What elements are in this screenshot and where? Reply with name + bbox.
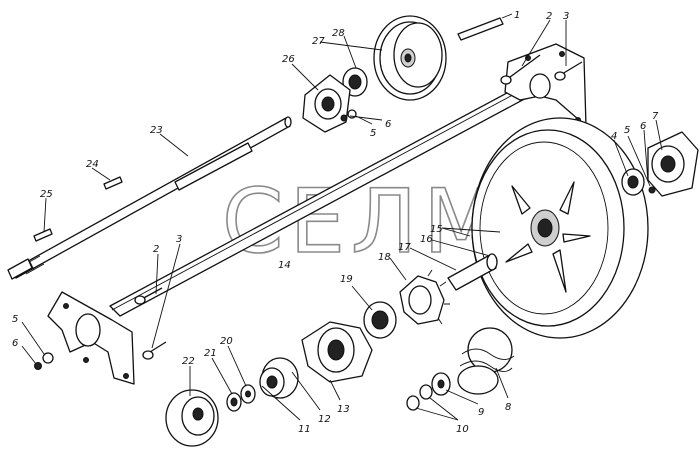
callout-23: 23: [150, 125, 163, 136]
washer-21: [226, 392, 242, 412]
callout-20: 20: [220, 336, 233, 347]
bearing-19: [363, 301, 397, 339]
callout-26: 26: [282, 54, 295, 65]
pin-1: [457, 17, 504, 41]
spring-8: [457, 327, 515, 395]
callout-5-right: 5: [624, 125, 630, 136]
hub-12: [259, 357, 299, 399]
cap-22: [165, 389, 219, 447]
bolt-3-bottom: [142, 341, 167, 360]
callout-21: 21: [204, 348, 217, 359]
callout-6-left: 6: [12, 338, 18, 349]
callout-15: 15: [430, 224, 443, 235]
big-pulley-15: [471, 117, 649, 339]
callout-14: 14: [278, 260, 291, 271]
callout-17: 17: [398, 242, 411, 253]
callout-18: 18: [378, 252, 391, 263]
callout-7: 7: [652, 111, 659, 122]
callout-28: 28: [332, 28, 345, 39]
nut-5-right: [648, 186, 656, 194]
callout-3-top: 3: [563, 11, 569, 22]
callout-12: 12: [318, 414, 331, 425]
callout-2-bottom: 2: [153, 244, 159, 255]
housing-7: [647, 131, 699, 197]
bearing-4: [621, 168, 645, 196]
callout-6-top: 6: [385, 119, 391, 130]
callout-11: 11: [298, 424, 311, 435]
callout-4: 4: [611, 131, 617, 142]
callout-25: 25: [40, 189, 53, 200]
bolt-2-bottom: [134, 287, 163, 305]
bolt-2-top: [500, 54, 541, 85]
nut-5-left: [34, 352, 54, 370]
callout-24: 24: [86, 159, 99, 170]
leader-lines: [21, 13, 663, 421]
tube-16: [447, 253, 498, 291]
callout-10: 10: [456, 424, 469, 435]
callout-3-bottom: 3: [176, 234, 182, 245]
clutch-13: [301, 321, 373, 383]
sprocket-18: [399, 269, 450, 325]
callout-2-top: 2: [546, 11, 552, 22]
callout-8: 8: [505, 402, 511, 413]
callout-22: 22: [182, 356, 195, 367]
housing-26: [302, 74, 351, 133]
callout-labels: 1 2 3 28 27 26 5 6 23 24 25 4 5 6 7 15 1…: [12, 10, 659, 435]
callout-13: 13: [337, 404, 350, 415]
left-bracket: [47, 291, 135, 385]
callout-19: 19: [340, 274, 353, 285]
key-24: [103, 176, 123, 190]
callout-6-right: 6: [640, 121, 646, 132]
callout-1: 1: [514, 10, 520, 21]
callout-16: 16: [420, 234, 433, 245]
nut-10: [406, 384, 433, 411]
right-bracket: [504, 43, 587, 127]
callout-9: 9: [478, 407, 484, 418]
pulley-28: [373, 15, 447, 101]
callout-5-left: 5: [12, 314, 18, 325]
callout-27: 27: [312, 36, 325, 47]
shaft-23: [7, 116, 292, 280]
washer-9: [431, 372, 451, 396]
callout-5-top: 5: [370, 128, 376, 139]
bolt-3-top: [554, 61, 583, 81]
key-25: [33, 228, 53, 242]
washer-20: [240, 384, 256, 404]
